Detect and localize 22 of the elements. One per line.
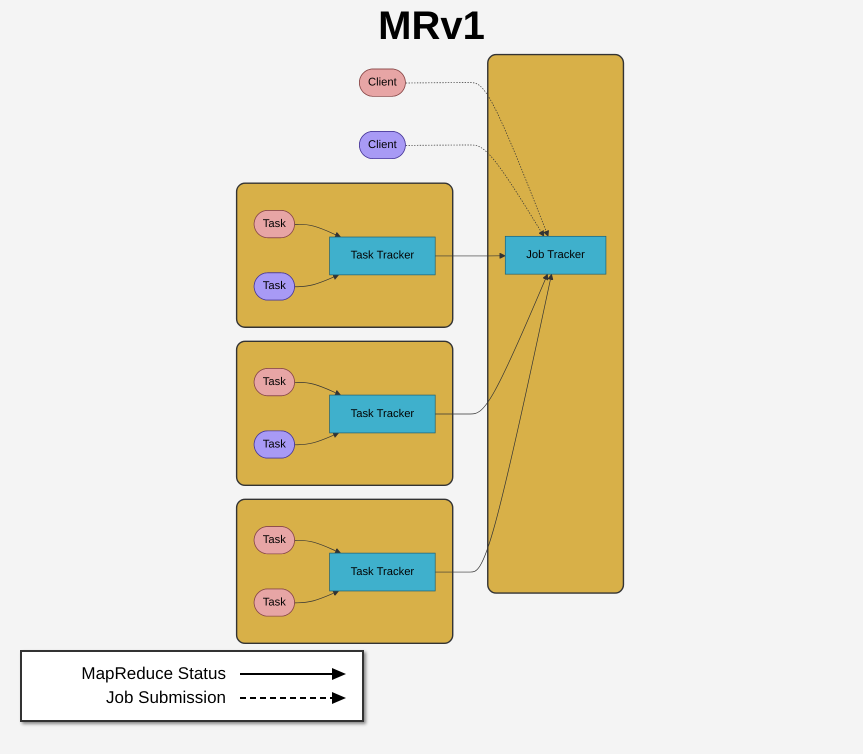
- diagram-title: MRv1: [377, 4, 486, 49]
- arrow: [294, 224, 341, 238]
- arrow: [434, 252, 506, 259]
- arrow: [294, 274, 339, 288]
- arrow: [294, 540, 341, 554]
- arrow: [434, 274, 548, 414]
- arrow: [294, 382, 341, 396]
- cluster: [487, 54, 624, 594]
- arrow: [405, 82, 549, 237]
- legend-label: Job Submission: [104, 688, 226, 708]
- cluster: [236, 182, 454, 328]
- arrow: [294, 590, 339, 604]
- arrow: [434, 274, 554, 572]
- legend-label: MapReduce Status: [80, 664, 226, 684]
- cluster: [236, 340, 454, 486]
- node-box: Task Tracker: [329, 394, 436, 434]
- cluster: [236, 498, 454, 644]
- node-box: Task Tracker: [329, 236, 436, 276]
- node-box: Task Tracker: [329, 552, 436, 592]
- node-box: Job Tracker: [504, 236, 606, 275]
- arrow: [294, 432, 339, 446]
- arrow: [405, 144, 544, 237]
